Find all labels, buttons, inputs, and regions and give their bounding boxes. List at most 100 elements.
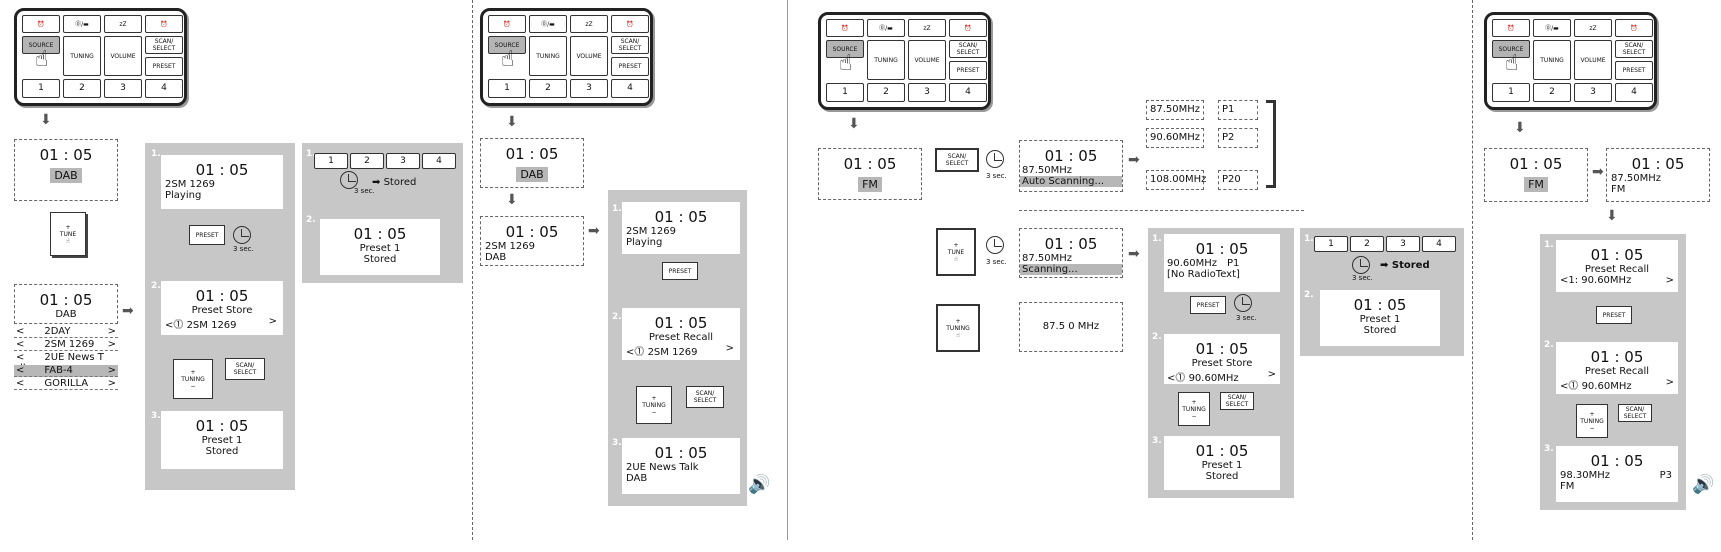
sleep-icon[interactable]: zZ	[104, 15, 142, 33]
preset-button[interactable]: PRESET	[949, 61, 987, 80]
hand-pointer-icon: ☝	[1505, 51, 1519, 76]
num-3-button[interactable]: 3	[1574, 83, 1612, 102]
station-name: 2UE News Talk	[626, 462, 699, 473]
num-3-button[interactable]: 3	[386, 153, 420, 169]
preset-recall-label: Preset Recall	[1584, 264, 1650, 275]
preset-button[interactable]: PRESET	[611, 57, 649, 76]
num-3-button[interactable]: 3	[104, 79, 142, 98]
num-1-button[interactable]: 1	[488, 79, 526, 98]
scan-select-button[interactable]: SCAN/ SELECT	[145, 36, 183, 54]
tuning-button[interactable]: TUNING	[1533, 40, 1571, 80]
sleep-icon[interactable]: zZ	[1574, 19, 1612, 37]
num-3-button[interactable]: 3	[908, 83, 946, 102]
preset-recall-label: Preset Recall	[648, 332, 714, 343]
num-1-button[interactable]: 1	[314, 153, 348, 169]
tuning-label: TUNING	[70, 52, 94, 60]
right-arrow-icon: ➡	[122, 303, 134, 319]
preset-p-2: P2	[1218, 128, 1258, 148]
num-1-button[interactable]: 1	[1314, 236, 1348, 252]
num-2-button[interactable]: 2	[529, 79, 567, 98]
power-icon[interactable]: ⓪/▬	[867, 19, 905, 37]
clock-display: 01 : 05	[353, 225, 407, 243]
step3-card: 01 : 05 2UE News Talk DAB	[622, 438, 740, 494]
volume-button[interactable]: VOLUME	[1574, 40, 1612, 80]
clock-display: 01 : 05	[1590, 246, 1644, 264]
preset-button[interactable]: PRESET	[1615, 61, 1653, 80]
num-4-button[interactable]: 4	[422, 153, 456, 169]
list-item[interactable]: <GORILLA>	[14, 378, 118, 390]
alarm1-icon[interactable]: ⏰	[22, 15, 60, 33]
sleep-icon[interactable]: zZ	[570, 15, 608, 33]
power-icon[interactable]: ⓪/▬	[63, 15, 101, 33]
source-button[interactable]: SOURCE	[826, 40, 864, 58]
alarm2-icon[interactable]: ⏰	[145, 15, 183, 33]
step-number: 1.	[1544, 240, 1554, 250]
stored-label: Stored	[205, 446, 239, 457]
alarm1-icon[interactable]: ⏰	[1492, 19, 1530, 37]
display-station: 01 : 05 2SM 1269 DAB	[480, 216, 584, 266]
frequency: 87.50MHz	[1022, 165, 1073, 176]
list-item[interactable]: <2DAY>	[14, 326, 118, 338]
source-button[interactable]: SOURCE	[488, 36, 526, 54]
step-number: 2.	[1152, 332, 1162, 342]
step1-card: 01 : 05 2SM 1269 Playing	[161, 155, 283, 209]
display-fm: 01 : 05 FM	[818, 148, 922, 200]
tuning-button[interactable]: TUNING	[63, 36, 101, 76]
alarm1-icon[interactable]: ⏰	[826, 19, 864, 37]
right-arrow-icon: ➡	[1128, 152, 1140, 168]
power-icon[interactable]: ⓪/▬	[529, 15, 567, 33]
num-2-button[interactable]: 2	[63, 79, 101, 98]
preset-button[interactable]: PRESET	[145, 57, 183, 76]
scan-select-button[interactable]: SCAN/ SELECT	[1615, 40, 1653, 58]
down-arrow-icon: ⬇	[1606, 208, 1618, 224]
list-item[interactable]: <2SM 1269>	[14, 339, 118, 351]
num-3-button[interactable]: 3	[570, 79, 608, 98]
preset-slot-row: <⓵ 2SM 1269>	[626, 343, 734, 358]
status-text: Playing	[165, 190, 202, 201]
num-3-button[interactable]: 3	[1386, 236, 1420, 252]
num-4-button[interactable]: 4	[611, 79, 649, 98]
alarm2-icon[interactable]: ⏰	[949, 19, 987, 37]
remote-keypad: ⏰ ⓪/▬ zZ ⏰ SOURCE TUNING VOLUME SCAN/ SE…	[480, 8, 653, 106]
num-2-button[interactable]: 2	[1533, 83, 1571, 102]
alarm2-icon[interactable]: ⏰	[1615, 19, 1653, 37]
station-name: 2SM 1269	[165, 179, 215, 190]
num-2-button[interactable]: 2	[1350, 236, 1384, 252]
tuning-button[interactable]: TUNING	[867, 40, 905, 80]
num-4-button[interactable]: 4	[1422, 236, 1456, 252]
volume-button[interactable]: VOLUME	[570, 36, 608, 76]
preset-button-icon: PRESET	[1596, 306, 1632, 324]
clock-display: 01 : 05	[654, 208, 708, 226]
step2-card: 01 : 05 Preset Store <⓵ 2SM 1269>	[161, 281, 283, 335]
power-icon[interactable]: ⓪/▬	[1533, 19, 1571, 37]
scan-select-button[interactable]: SCAN/ SELECT	[949, 40, 987, 58]
num-1-button[interactable]: 1	[22, 79, 60, 98]
scan-select-button[interactable]: SCAN/ SELECT	[611, 36, 649, 54]
preset-name: Preset 1	[359, 243, 401, 254]
status-text: Playing	[626, 237, 663, 248]
num-4-button[interactable]: 4	[145, 79, 183, 98]
num-2-button[interactable]: 2	[867, 83, 905, 102]
volume-button[interactable]: VOLUME	[908, 40, 946, 80]
list-item-selected[interactable]: <FAB-4>	[14, 365, 118, 377]
num-4-button[interactable]: 4	[949, 83, 987, 102]
source-button[interactable]: SOURCE	[1492, 40, 1530, 58]
band-label: DAB	[626, 473, 648, 484]
sleep-icon[interactable]: zZ	[908, 19, 946, 37]
right-arrow-icon: ➡	[1128, 246, 1140, 262]
alarm1-icon[interactable]: ⏰	[488, 15, 526, 33]
band-label: FM	[1611, 184, 1626, 195]
num-1-button[interactable]: 1	[826, 83, 864, 102]
volume-label: VOLUME	[110, 52, 136, 60]
stored-label: ➡ Stored	[1380, 260, 1430, 271]
volume-button[interactable]: VOLUME	[104, 36, 142, 76]
num-1-button[interactable]: 1	[1492, 83, 1530, 102]
alarm2-icon[interactable]: ⏰	[611, 15, 649, 33]
steps-panel: 1. 01 : 05 2SM 1269 Playing PRESET 2. 01…	[608, 190, 747, 506]
step2-card: 01 : 05 Preset Recall <⓵ 90.60MHz>	[1556, 342, 1678, 394]
source-button[interactable]: SOURCE	[22, 36, 60, 54]
tuning-button[interactable]: TUNING	[529, 36, 567, 76]
num-2-button[interactable]: 2	[350, 153, 384, 169]
preset-freq-2: 90.60MHz	[1146, 128, 1204, 148]
num-4-button[interactable]: 4	[1615, 83, 1653, 102]
